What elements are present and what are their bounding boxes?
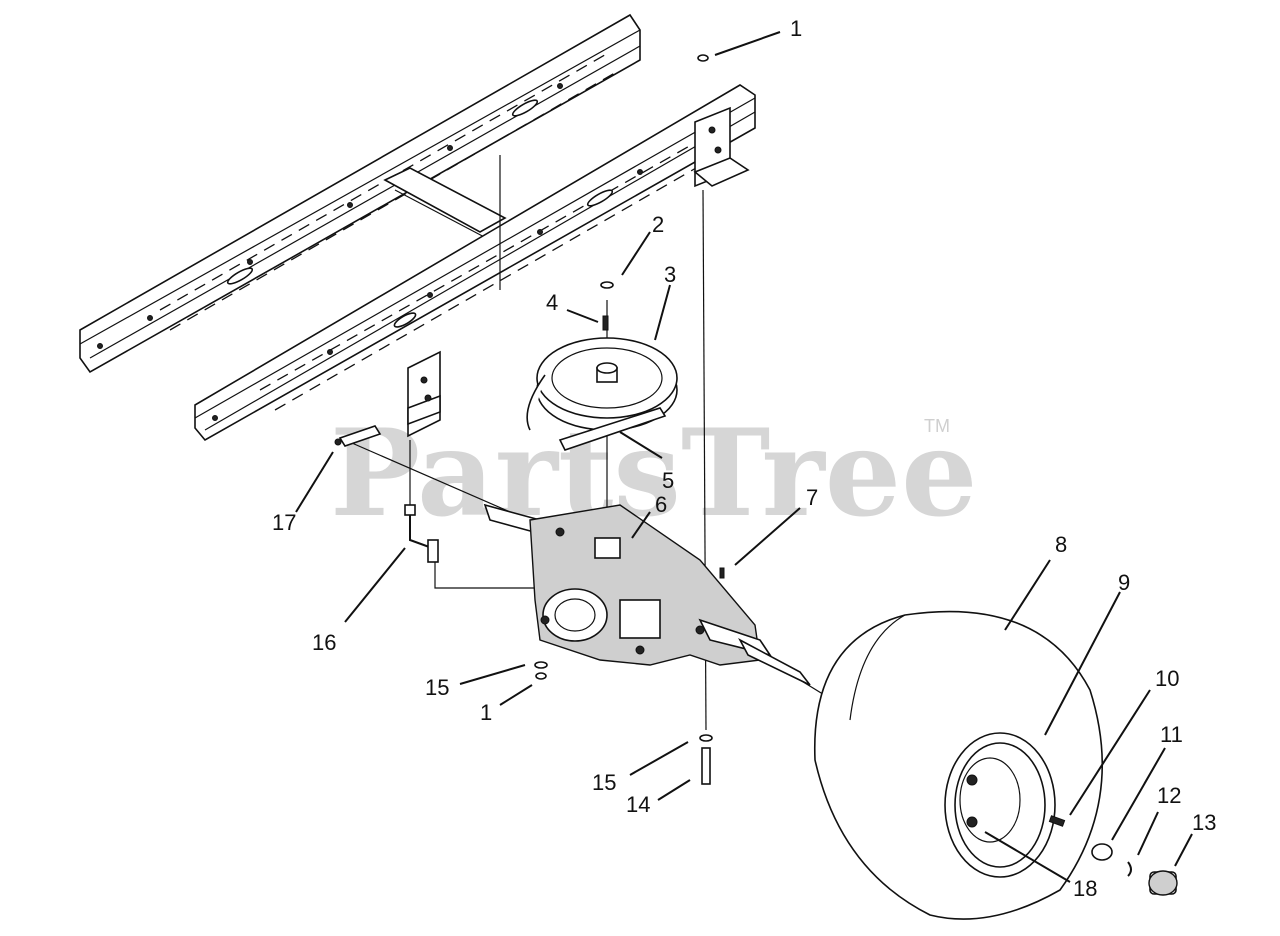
- frame-cross-member: [383, 167, 507, 241]
- callout-15-left: 15: [425, 675, 449, 700]
- callout-5: 5: [662, 468, 674, 493]
- axle-bracket-left: [407, 350, 441, 438]
- callout-18: 18: [1073, 876, 1097, 901]
- axle-key: [1048, 815, 1066, 827]
- tire: [813, 610, 1104, 920]
- control-rod-end: [334, 425, 382, 447]
- callout-15-right: 15: [592, 770, 616, 795]
- washer-lower-right: [699, 734, 713, 742]
- nut-lower-left: [535, 672, 547, 680]
- callout-3: 3: [664, 262, 676, 287]
- callout-7: 7: [806, 485, 818, 510]
- key: [602, 315, 609, 331]
- pulley: [536, 337, 678, 431]
- callout-11: 11: [1160, 722, 1183, 747]
- callout-6: 6: [655, 492, 667, 517]
- bolt-14: [701, 747, 711, 785]
- watermark-text: PartsTree: [330, 403, 977, 544]
- callout-1-bottom: 1: [480, 700, 492, 725]
- rim: [954, 742, 1046, 868]
- axle-bracket-right: [693, 106, 750, 188]
- callout-16: 16: [312, 630, 336, 655]
- nut-top: [697, 54, 709, 62]
- leader-lines: [295, 31, 1193, 883]
- drive-belt: [526, 374, 667, 451]
- callout-4: 4: [546, 290, 558, 315]
- callout-12: 12: [1157, 783, 1181, 808]
- callout-2: 2: [652, 212, 664, 237]
- washer-lower-left: [534, 661, 548, 669]
- callout-13: 13: [1192, 810, 1216, 835]
- shift-lever: [404, 504, 439, 563]
- callout-8: 8: [1055, 532, 1067, 557]
- callout-9: 9: [1118, 570, 1130, 595]
- retaining-clip: [1127, 861, 1132, 877]
- callout-14: 14: [626, 792, 650, 817]
- washer: [600, 281, 614, 289]
- frame-rail-left: [79, 13, 641, 374]
- callout-1-top: 1: [790, 16, 802, 41]
- bolt-7: [719, 567, 725, 579]
- axle-washer: [1091, 843, 1113, 861]
- transaxle: [483, 503, 811, 686]
- callout-17: 17: [272, 510, 296, 535]
- watermark-trademark: TM: [924, 416, 950, 436]
- assembly-line-shift: [434, 560, 541, 640]
- hub-cap: [1148, 870, 1178, 896]
- callout-10: 10: [1155, 666, 1179, 691]
- frame-rail-right: [194, 84, 756, 442]
